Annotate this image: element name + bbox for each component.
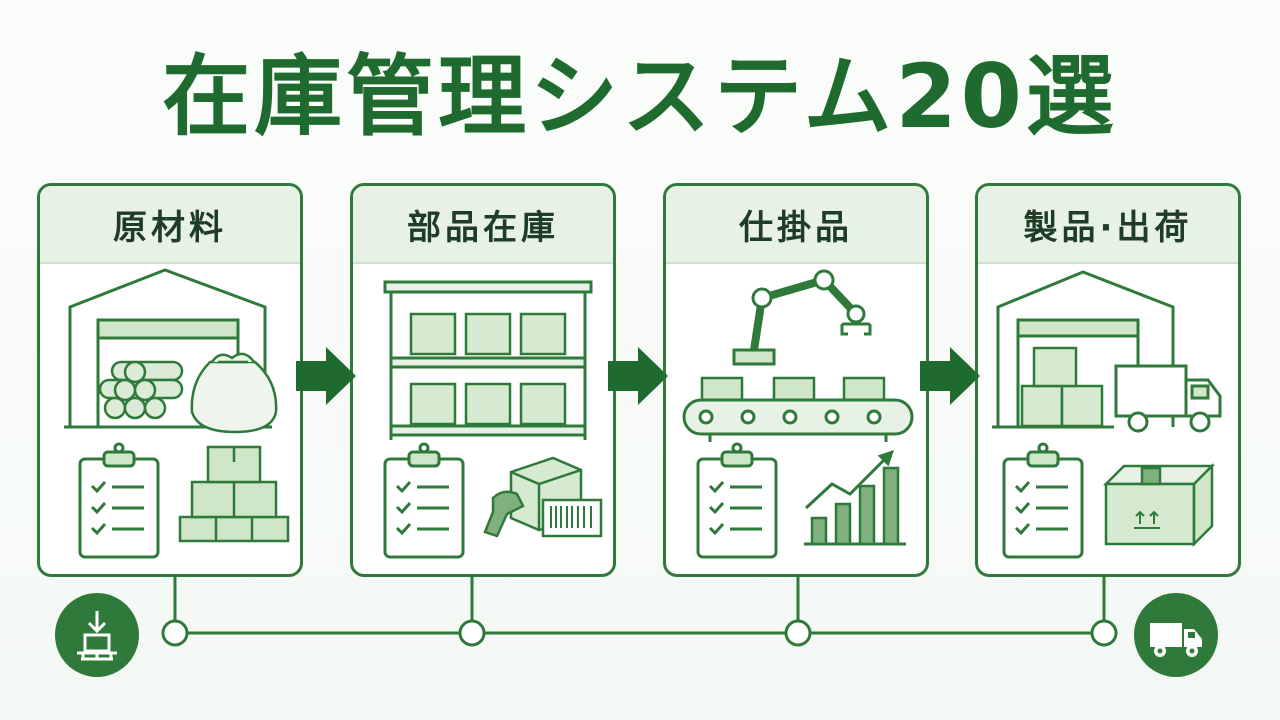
stage-label: 仕掛品 xyxy=(666,186,926,264)
products-shipping-illustration xyxy=(992,270,1222,559)
delivery-truck-icon xyxy=(1114,364,1222,433)
timeline-node xyxy=(458,619,486,647)
sack-icon xyxy=(190,352,278,434)
barcode-scanner-icon xyxy=(483,456,603,538)
stage-panel-products-shipping: 製品·出荷 xyxy=(975,183,1241,577)
stage-label: 部品在庫 xyxy=(353,186,613,264)
flow-arrow-icon xyxy=(920,347,980,405)
inbound-pallet-icon xyxy=(55,593,139,677)
timeline-node xyxy=(1090,619,1118,647)
parts-inventory-illustration xyxy=(383,280,603,559)
logs-icon xyxy=(98,360,184,420)
stage-panel-raw-materials: 原材料 xyxy=(37,183,303,577)
conveyor-belt-icon xyxy=(682,398,914,442)
shelf-rack-icon xyxy=(383,280,593,440)
raw-materials-illustration xyxy=(64,268,290,559)
warehouse-icon xyxy=(64,268,272,429)
warehouse-boxes xyxy=(1020,346,1104,428)
page-title: 在庫管理システム20選 xyxy=(162,45,1118,148)
checklist-clipboard-icon xyxy=(1002,442,1084,559)
shelf-boxes xyxy=(409,312,567,426)
checklist-clipboard-icon xyxy=(696,442,778,559)
growth-bar-chart-icon xyxy=(804,450,906,546)
timeline-node xyxy=(161,619,189,647)
box-stack-icon xyxy=(178,445,290,543)
stage-panel-work-in-progress: 仕掛品 xyxy=(663,183,929,577)
work-in-progress-illustration xyxy=(682,269,914,559)
timeline-node xyxy=(784,619,812,647)
flow-arrow-icon xyxy=(296,347,356,405)
stage-panel-parts-inventory: 部品在庫 xyxy=(350,183,616,577)
checklist-clipboard-icon xyxy=(78,442,160,559)
conveyor-items xyxy=(700,376,886,402)
checklist-clipboard-icon xyxy=(383,442,465,559)
stage-label: 原材料 xyxy=(40,186,300,264)
delivery-truck-icon xyxy=(1134,593,1218,677)
robot-arm-icon xyxy=(732,269,872,366)
stage-label: 製品·出荷 xyxy=(978,186,1238,264)
package-box-icon xyxy=(1102,462,1216,548)
flow-arrow-icon xyxy=(608,347,668,405)
